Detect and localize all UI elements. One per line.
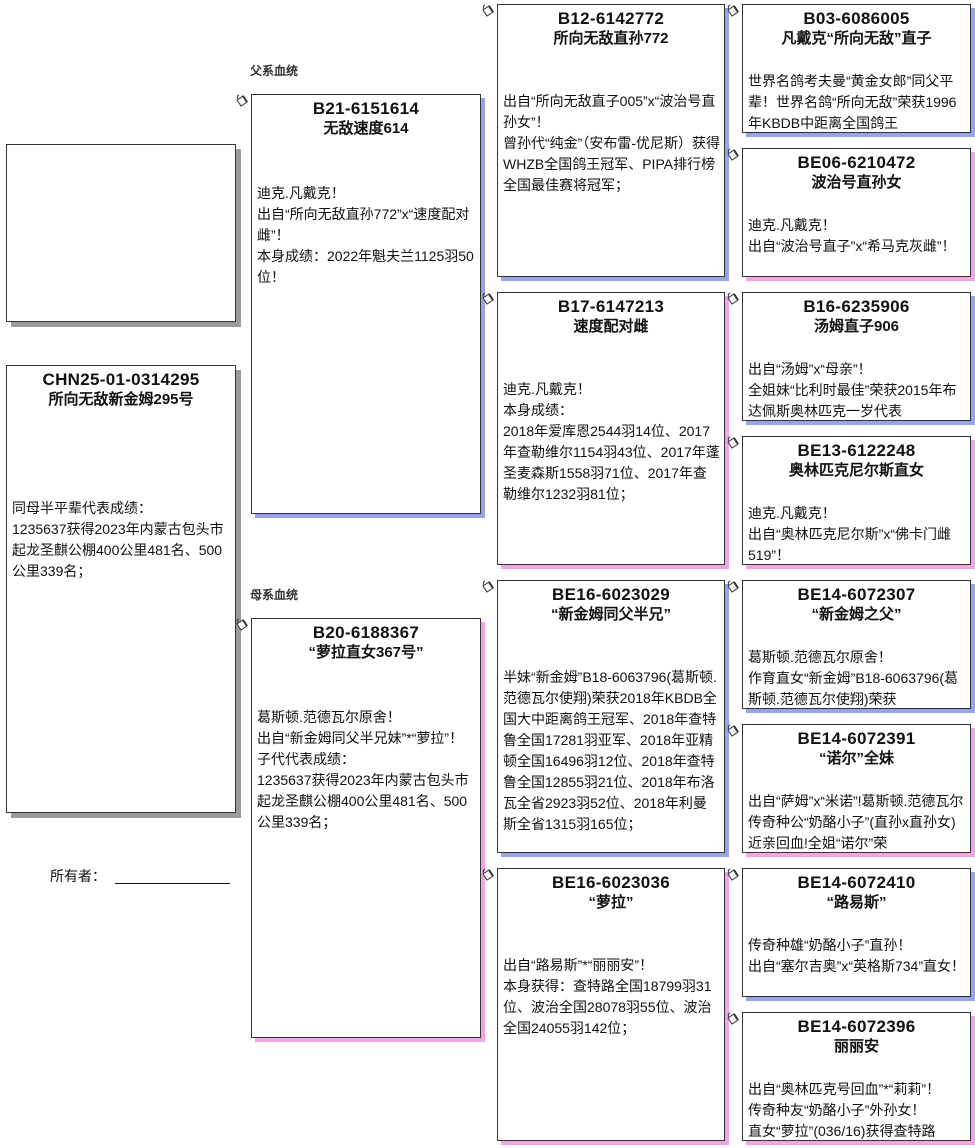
fill-bucket-icon[interactable] [726,292,740,306]
grandparent-card[interactable]: BE16-6023029 “新金姆同父半兄” 半妹“新金姆”B18-6063796(… [497,580,725,853]
pigeon-description: 同母半平辈代表成绩： 1235637获得2023年内蒙古包头市起龙圣麒公棚400… [12,500,224,579]
pigeon-name: 奥林匹克尼尔斯直女 [788,462,924,479]
pigeon-description: 半妹“新金姆”B18-6063796(葛斯顿.范德瓦尔使翔)荣获2018年KBD… [503,669,717,832]
pigeon-name: “诺尔”全妹 [818,750,894,767]
subject-card[interactable]: CHN25-01-0314295 所向无敌新金姆295号同母半平辈代表成绩： 12… [6,365,236,813]
grandparent-card[interactable]: BE16-6023036 “萝拉” 出自“路易斯”*“丽丽安”！ 本身获得：查特路全… [497,868,725,1141]
pigeon-name: 所向无敌直孙772 [553,30,669,47]
fill-bucket-icon[interactable] [726,436,740,450]
great-grandparent-card[interactable]: BE06-6210472 波治号直孙女迪克.凡戴克！ 出自“波治号直子”x“希马克… [742,148,971,277]
fill-bucket-icon[interactable] [481,580,495,594]
pigeon-description: 迪克.凡戴克！ 出自“奥林匹克尼尔斯”x“佛卡门雌519”！ [748,505,951,563]
pigeon-description: 迪克.凡戴克！ 出自“波治号直子”x“希马克灰雌”！ [748,217,956,254]
pigeon-name: 所向无敌新金姆295号 [48,391,194,408]
ring-number: BE14-6072307 [797,585,916,604]
fill-bucket-icon[interactable] [481,4,495,18]
ring-number: B03-6086005 [803,9,910,28]
sire-line-label: 父系血统 [250,64,299,78]
great-grandparent-card[interactable]: B03-6086005 凡戴克“所向无敌”直子世界名鸽考夫曼“黄金女郎”同父平辈！… [742,4,971,133]
pigeon-description: 世界名鸽考夫曼“黄金女郎”同父平辈！世界名鸽“所向无敌”荣获1996年KBDB中… [748,73,957,131]
pigeon-description: 出自“所向无敌直子005”x“波治号直孙女”！ 曾孙代“纯金”（安布雷-优尼斯）… [503,93,720,193]
ring-number: B20-6188367 [312,623,420,642]
ring-number: BE06-6210472 [797,153,916,172]
fill-bucket-icon[interactable] [481,292,495,306]
fill-bucket-icon[interactable] [726,148,740,162]
pigeon-description: 葛斯顿.范德瓦尔原舍！ 出自“新金姆同父半兄妹”*“萝拉”！ 子代代表成绩： 1… [257,709,469,830]
pigeon-name: “路易斯” [826,894,887,911]
pigeon-name: 丽丽安 [833,1038,879,1055]
pigeon-description: 出自“路易斯”*“丽丽安”！ 本身获得：查特路全国18799羽31位、波治全国2… [503,957,712,1036]
grandparent-card[interactable]: B17-6147213 速度配对雌迪克.凡戴克！ 本身成绩： 2018年爱库恩25… [497,292,725,565]
pigeon-name: 速度配对雌 [573,318,649,335]
great-grandparent-card[interactable]: BE13-6122248 奥林匹克尼尔斯直女迪克.凡戴克！ 出自“奥林匹克尼尔斯”… [742,436,971,565]
fill-bucket-icon[interactable] [481,868,495,882]
pigeon-name: 波治号直孙女 [811,174,902,191]
ring-number: BE16-6023036 [552,873,670,892]
ring-number: BE13-6122248 [797,441,916,460]
pigeon-name: 汤姆直子906 [813,318,900,335]
fill-bucket-icon[interactable] [726,868,740,882]
fill-bucket-icon[interactable] [235,94,249,108]
pigeon-description: 葛斯顿.范德瓦尔原舍！ 作育直女“新金姆”B18-6063796(葛斯顿.范德瓦… [748,649,959,707]
dam-line-label: 母系血统 [250,588,299,602]
sire-card[interactable]: B21-6151614 无敌速度614 迪克.凡戴克！ 出自“所向无敌直孙772”x… [251,94,481,514]
pigeon-description: 出自“奥林匹克号回血”*“莉莉”！ 传奇种友“奶酪小子”外孙女！ 直女“萝拉”(… [748,1081,941,1139]
owner-label: 所有者： [50,868,106,884]
ring-number: BE14-6072391 [797,729,916,748]
dam-card[interactable]: B20-6188367 “萝拉直女367号” 葛斯顿.范德瓦尔原舍！ 出自“新金姆同… [251,618,481,1038]
pigeon-description: 迪克.凡戴克！ 本身成绩： 2018年爱库恩2544羽14位、2017年查勒维尔… [503,381,720,502]
photo-box [6,144,236,322]
fill-bucket-icon[interactable] [726,1012,740,1026]
pigeon-name: “新金姆同父半兄” [550,606,671,623]
great-grandparent-card[interactable]: BE14-6072410 “路易斯” 传奇种雄“奶酪小子”直孙！ 出自“塞尔吉奥”x… [742,868,971,997]
pigeon-name: 凡戴克“所向无敌”直子 [781,30,932,47]
fill-bucket-icon[interactable] [726,580,740,594]
ring-number: BE14-6072396 [797,1017,916,1036]
great-grandparent-card[interactable]: BE14-6072307 “新金姆之父” 葛斯顿.范德瓦尔原舍！ 作育直女“新金姆”… [742,580,971,709]
pigeon-name: “萝拉直女367号” [308,644,424,661]
pigeon-name: “萝拉” [588,894,634,911]
pigeon-name: “新金姆之父” [811,606,902,623]
ring-number: CHN25-01-0314295 [42,370,200,389]
ring-number: BE14-6072410 [797,873,916,892]
pigeon-name: 无敌速度614 [323,120,409,137]
owner-field[interactable] [115,883,230,884]
ring-number: B16-6235906 [803,297,910,316]
fill-bucket-icon[interactable] [726,724,740,738]
fill-bucket-icon[interactable] [235,618,249,632]
pigeon-description: 出自“汤姆”x“母亲”！ 全姐妹“比利时最佳”荣获2015年布达佩斯奥林匹克一岁… [748,361,957,419]
ring-number: B12-6142772 [557,9,665,28]
pigeon-description: 传奇种雄“奶酪小子”直孙！ 出自“塞尔吉奥”x“英格斯734”直女！ [748,937,966,974]
ring-number: B17-6147213 [557,297,665,316]
great-grandparent-card[interactable]: B16-6235906 汤姆直子906 出自“汤姆”x“母亲”！ 全姐妹“比利时最佳… [742,292,971,421]
fill-bucket-icon[interactable] [726,4,740,18]
ring-number: B21-6151614 [312,99,420,118]
great-grandparent-card[interactable]: BE14-6072391 “诺尔”全妹出自“萨姆”x“米诺”!葛斯顿.范德瓦尔传奇… [742,724,971,853]
ring-number: BE16-6023029 [552,585,670,604]
great-grandparent-card[interactable]: BE14-6072396 丽丽安出自“奥林匹克号回血”*“莉莉”！ 传奇种友“奶酪… [742,1012,971,1141]
pigeon-description: 出自“萨姆”x“米诺”!葛斯顿.范德瓦尔传奇种公“奶酪小子”(直孙x直孙女)近亲… [748,793,964,851]
grandparent-card[interactable]: B12-6142772 所向无敌直孙772 出自“所向无敌直子005”x“波治号直孙… [497,4,725,277]
pigeon-description: 迪克.凡戴克！ 出自“所向无敌直孙772”x“速度配对雌”！ 本身成绩：2022… [257,185,474,285]
